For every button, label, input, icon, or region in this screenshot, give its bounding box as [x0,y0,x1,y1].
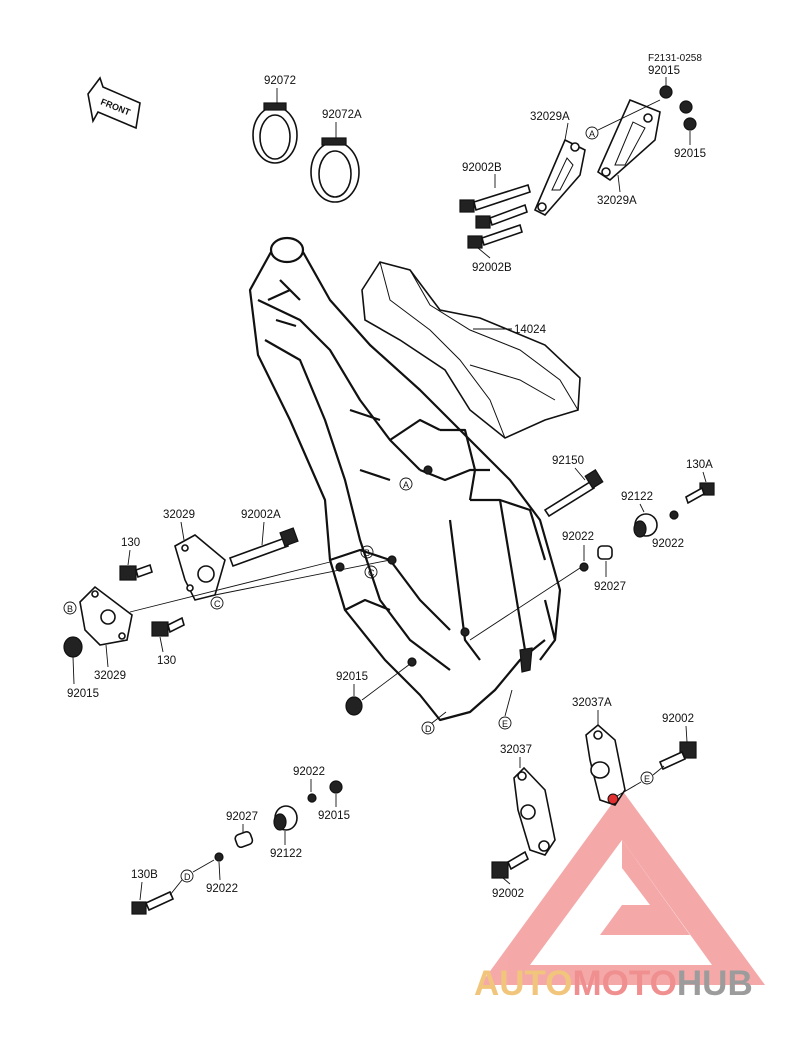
ref-e-frame: E [502,719,508,729]
label-92015-left: 92015 [67,688,99,700]
watermark-hub: HUB [677,964,753,1003]
label-92022-right2: 92022 [562,531,594,543]
label-130a: 130A [686,459,713,471]
watermark-text: AUTOMOTOHUB [474,964,753,1003]
label-130-left1: 130 [121,537,140,549]
watermark-moto: MOTO [573,964,677,1003]
front-arrow-icon: FRONT [87,76,141,130]
bracket-32037 [513,766,556,856]
ref-a-frame: A [403,480,409,490]
ref-d-bottom: D [184,872,191,882]
watermark-auto: AUTO [474,964,573,1003]
nut-92015-mid [345,696,363,716]
nut-92015-top2b [683,117,697,131]
bracket-32029a-rear [596,98,661,182]
bolt-92002a [228,527,299,568]
bolt-92002-bottom [491,850,530,879]
ref-c-left: C [214,599,221,609]
label-92122-bot: 92122 [270,848,302,860]
ref-e-right: E [644,774,650,784]
label-92150: 92150 [552,455,584,467]
diagram-code: F2131-0258 [648,53,702,64]
washer-92022-right1 [669,510,679,520]
nut-92015-top2a [679,100,693,114]
bolt-130-left1 [119,563,153,581]
label-32029-left1: 32029 [163,509,195,521]
label-92002b-2: 92002B [472,262,512,274]
ref-a-top: A [589,129,595,139]
label-92027-right: 92027 [594,581,626,593]
label-92015-top2: 92015 [674,148,706,160]
label-32037a: 32037A [572,697,612,709]
label-32029-left2: 32029 [94,670,126,682]
label-92072: 92072 [264,75,296,87]
collar-92027-right [597,545,613,560]
collar-92027-bot [234,831,254,849]
watermark-logo-mark [480,790,765,985]
ref-d-frame: D [425,724,432,734]
label-32037: 32037 [500,744,532,756]
label-92022-bot1: 92022 [293,766,325,778]
ref-c-frame: C [368,568,375,578]
bracket-32037a [585,723,626,806]
bolt-92002b-2 [475,203,528,229]
label-92015-mid: 92015 [336,671,368,683]
nut-92015-left [63,636,83,658]
plate-32029-lower [79,585,133,646]
label-92002-right: 92002 [662,713,694,725]
bolt-130a [685,482,715,505]
bolt-92002b-3 [467,223,523,249]
label-14024: 14024 [514,324,547,336]
bolt-92150 [543,469,604,518]
label-32029a-2: 32029A [597,195,637,207]
clamp-92072a [310,137,360,203]
clamp-92072 [252,102,298,164]
washer-92022-bot2 [214,852,224,862]
label-130b: 130B [131,869,158,881]
bolt-130-left2 [151,616,185,637]
label-92002a: 92002A [241,509,281,521]
ref-b-left: B [67,604,73,614]
nut-92015-top1 [659,85,673,99]
washer-92022-bot1 [307,793,317,803]
bushing-92122-right [633,513,658,538]
label-92072a: 92072A [322,109,362,121]
label-92022-bot2: 92022 [206,883,238,895]
label-32029a-1: 32029A [530,111,570,123]
label-92002-bottom: 92002 [492,888,524,900]
label-92015-bot: 92015 [318,810,350,822]
bushing-92122-bot [273,805,298,831]
label-130-left2: 130 [157,655,176,667]
plate-32029-upper [174,534,226,601]
label-92027-bot: 92027 [226,811,258,823]
bracket-32029a-front [533,138,586,216]
nut-92015-bot [329,780,343,794]
label-92015-top1: 92015 [648,65,680,77]
bolt-130b [131,890,175,915]
bolt-92002-right [658,741,697,771]
motorcycle-frame [248,236,562,722]
ref-b-frame: B [364,548,370,558]
bolt-92002b-1 [459,183,531,213]
guard-14024 [361,261,581,439]
label-92022-right1: 92022 [652,538,684,550]
label-92002b-1: 92002B [462,162,502,174]
label-92122-right: 92122 [621,491,653,503]
washer-92022-right2 [579,562,589,572]
